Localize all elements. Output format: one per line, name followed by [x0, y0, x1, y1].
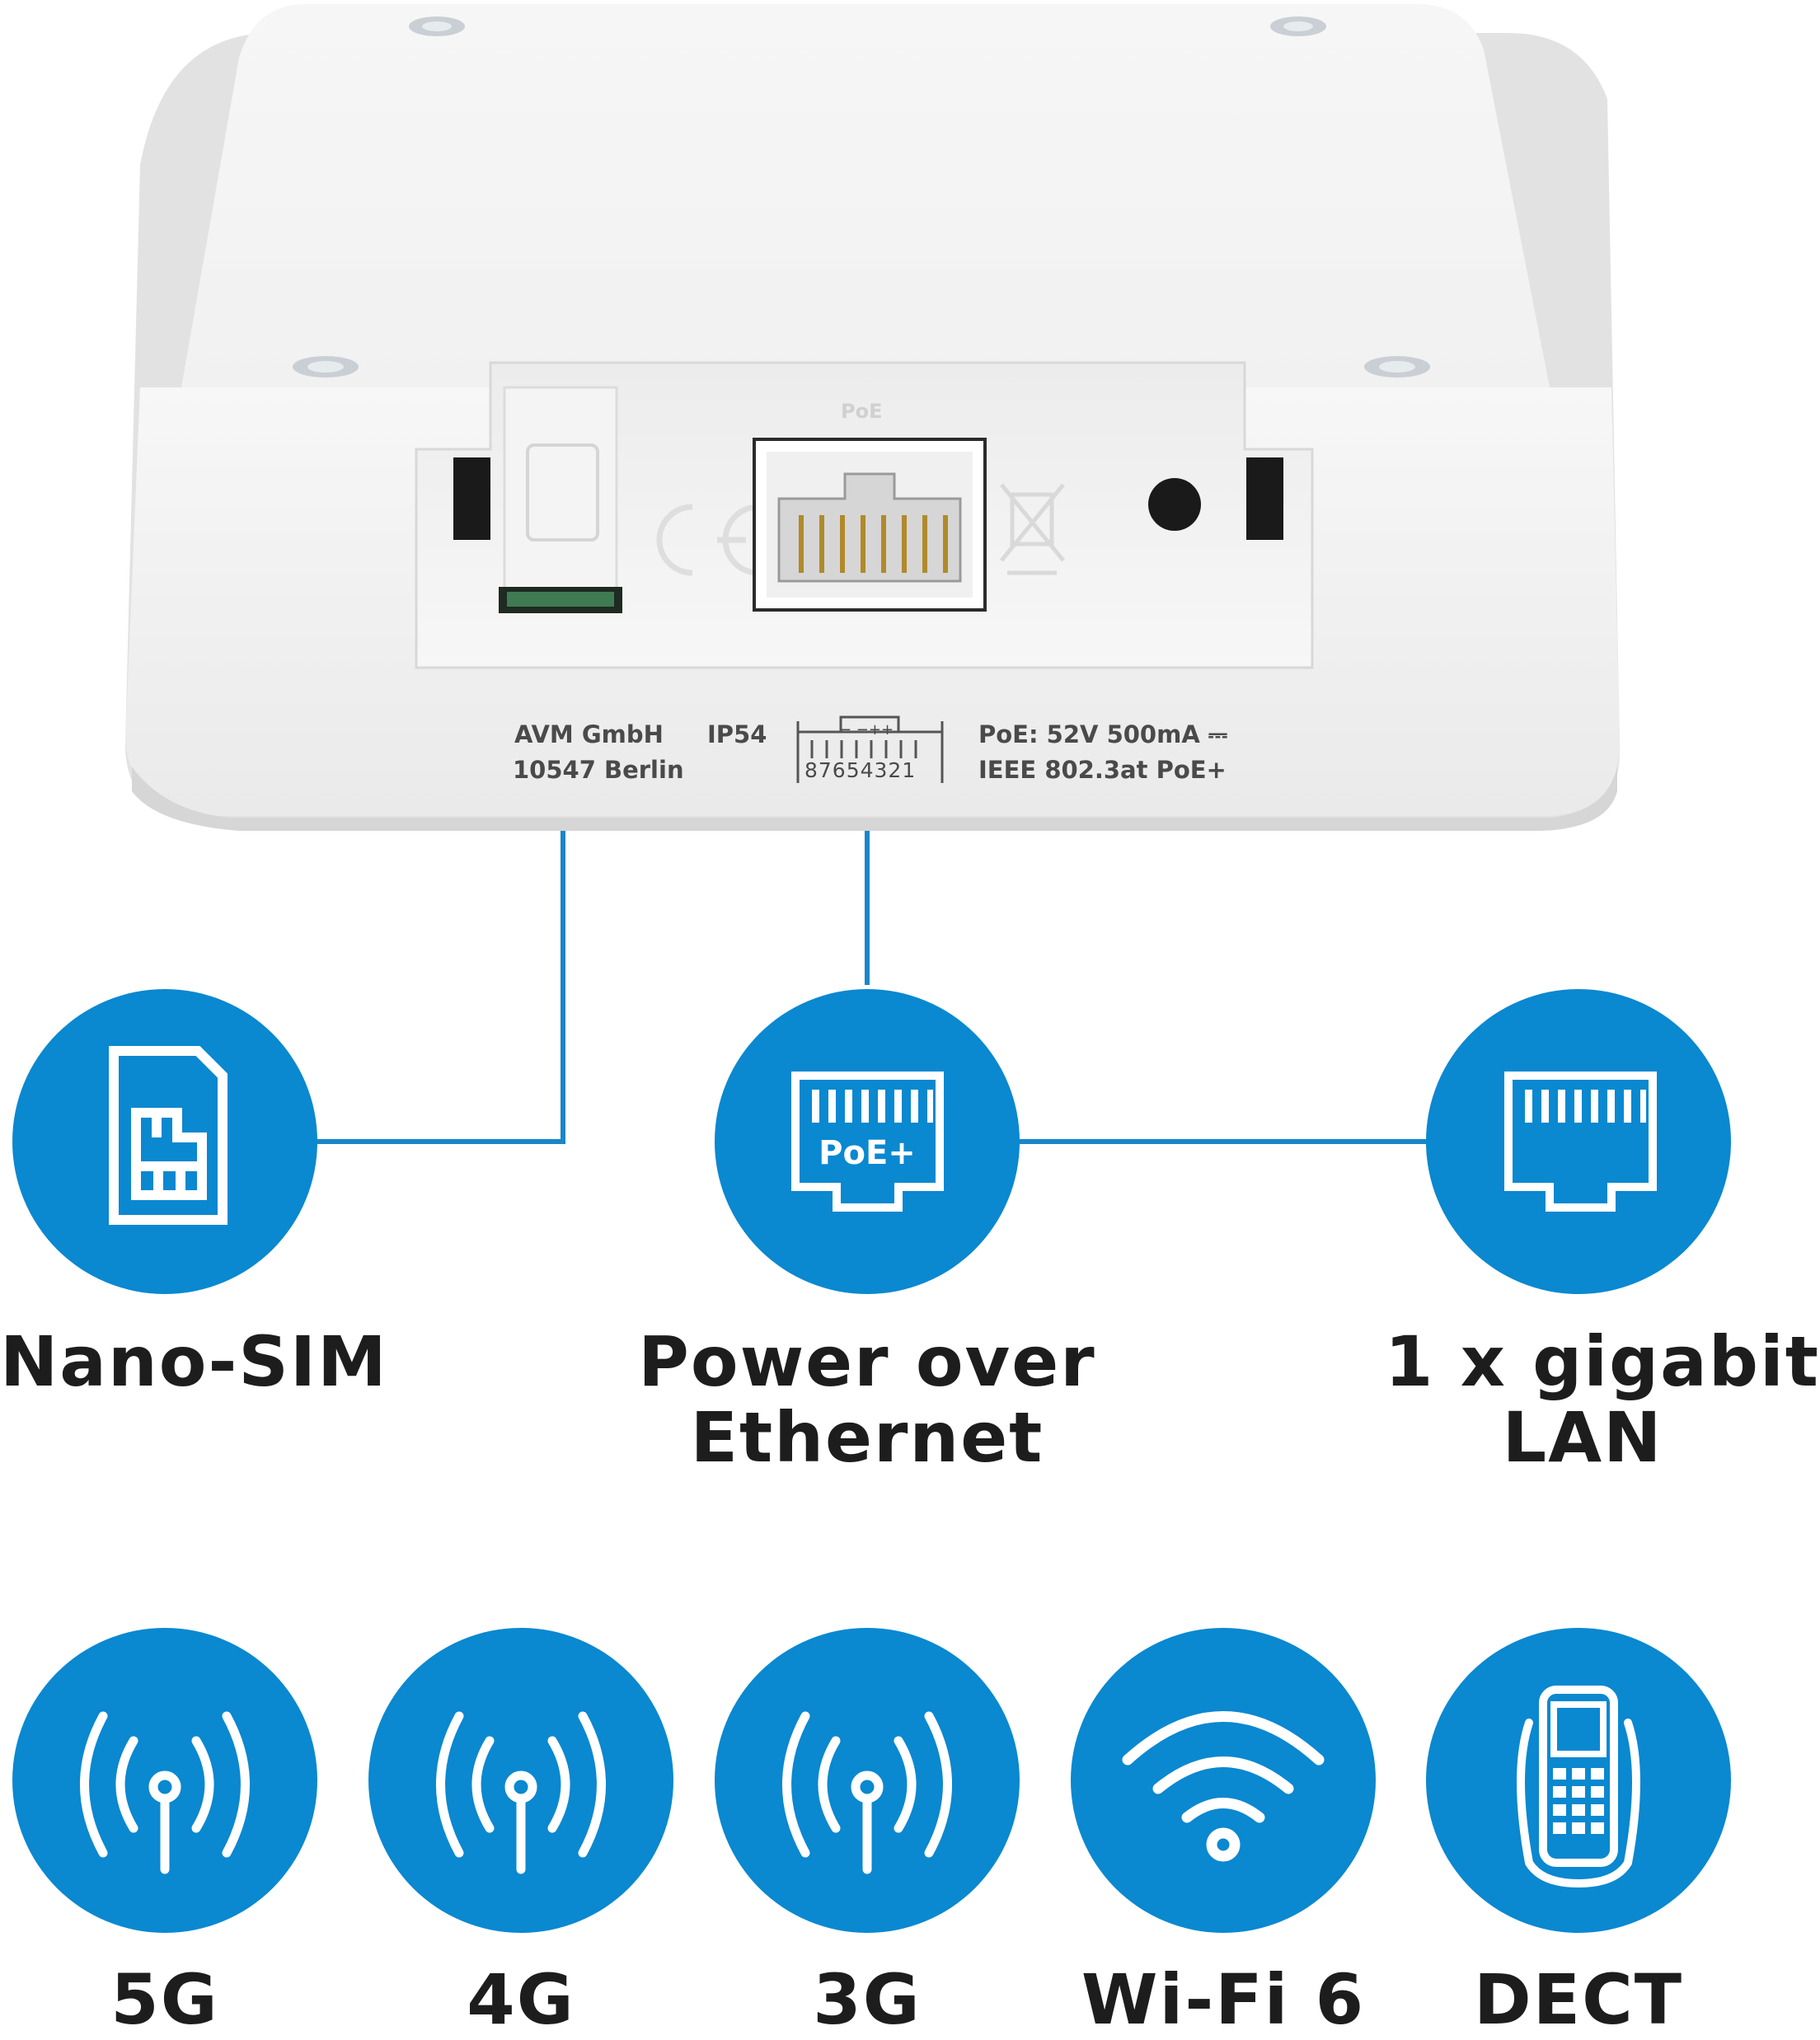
sim-contacts: [507, 592, 614, 607]
poe-label-line1: Power over: [638, 1321, 1096, 1402]
ethernet-port: [753, 438, 987, 612]
lan-label: 1 x gigabit LAN: [1385, 1321, 1820, 1478]
reset-hole: [1148, 478, 1201, 531]
lan-port-icon: [1504, 1072, 1657, 1212]
antenna-icon-3g: [782, 1711, 952, 1874]
sim-card-icon: [109, 1046, 228, 1225]
wifi-icon: [1122, 1711, 1325, 1862]
pinout-diagram-icon: [796, 715, 944, 783]
ce-mark-icon: [656, 504, 759, 576]
lan-label-line2: LAN: [1502, 1397, 1663, 1478]
capability-label-4g: 4G: [467, 1959, 575, 2040]
manufacturer-label: AVM GmbH: [514, 720, 664, 748]
antenna-icon-5g: [80, 1711, 250, 1874]
nano-sim-label: Nano-SIM: [0, 1321, 388, 1402]
capability-label-5g: 5G: [110, 1959, 219, 2040]
product-diagram: PoE AVM GmbH 10547 Berlin IP54 − −++ 876…: [0, 4, 1820, 2040]
right-latch: [1246, 457, 1283, 540]
pin-numbers-label: 87654321: [804, 758, 917, 782]
cordless-phone-icon: [1517, 1686, 1640, 1888]
sim-slot-cover: [503, 386, 618, 607]
ip-rating-label: IP54: [707, 720, 767, 748]
address-label: 10547 Berlin: [513, 756, 684, 784]
screw-icons: [293, 16, 1430, 378]
poe-port-icon: [791, 1072, 944, 1212]
device-illustration: [12, 4, 1731, 1933]
poe-badge-label: PoE+: [819, 1134, 916, 1172]
capability-circles: [12, 1628, 1731, 1933]
poe-label: Power over Ethernet: [636, 1324, 1098, 1475]
capability-label-3g: 3G: [813, 1959, 922, 2040]
pin-polarity-label: − −++: [839, 721, 894, 739]
left-latch: [453, 457, 490, 540]
capability-label-wifi: Wi-Fi 6: [1081, 1959, 1366, 2040]
device-bottom-edge: [132, 767, 1617, 831]
weee-bin-icon: [1000, 483, 1065, 575]
sim-slot-outline: [526, 443, 599, 542]
connector-lines: [313, 831, 1430, 1144]
capability-label-dect: DECT: [1473, 1959, 1684, 2040]
device-top-face: [181, 4, 1550, 387]
standard-label: IEEE 802.3at PoE+: [978, 756, 1227, 784]
antenna-icon-4g: [436, 1711, 606, 1874]
lan-label-line1: 1 x gigabit: [1385, 1321, 1820, 1402]
poe-port-label: PoE: [841, 400, 883, 423]
feature-circles: [12, 989, 1731, 1294]
poe-label-line2: Ethernet: [690, 1397, 1044, 1478]
power-spec-label: PoE: 52V 500mA ⎓: [978, 720, 1228, 748]
